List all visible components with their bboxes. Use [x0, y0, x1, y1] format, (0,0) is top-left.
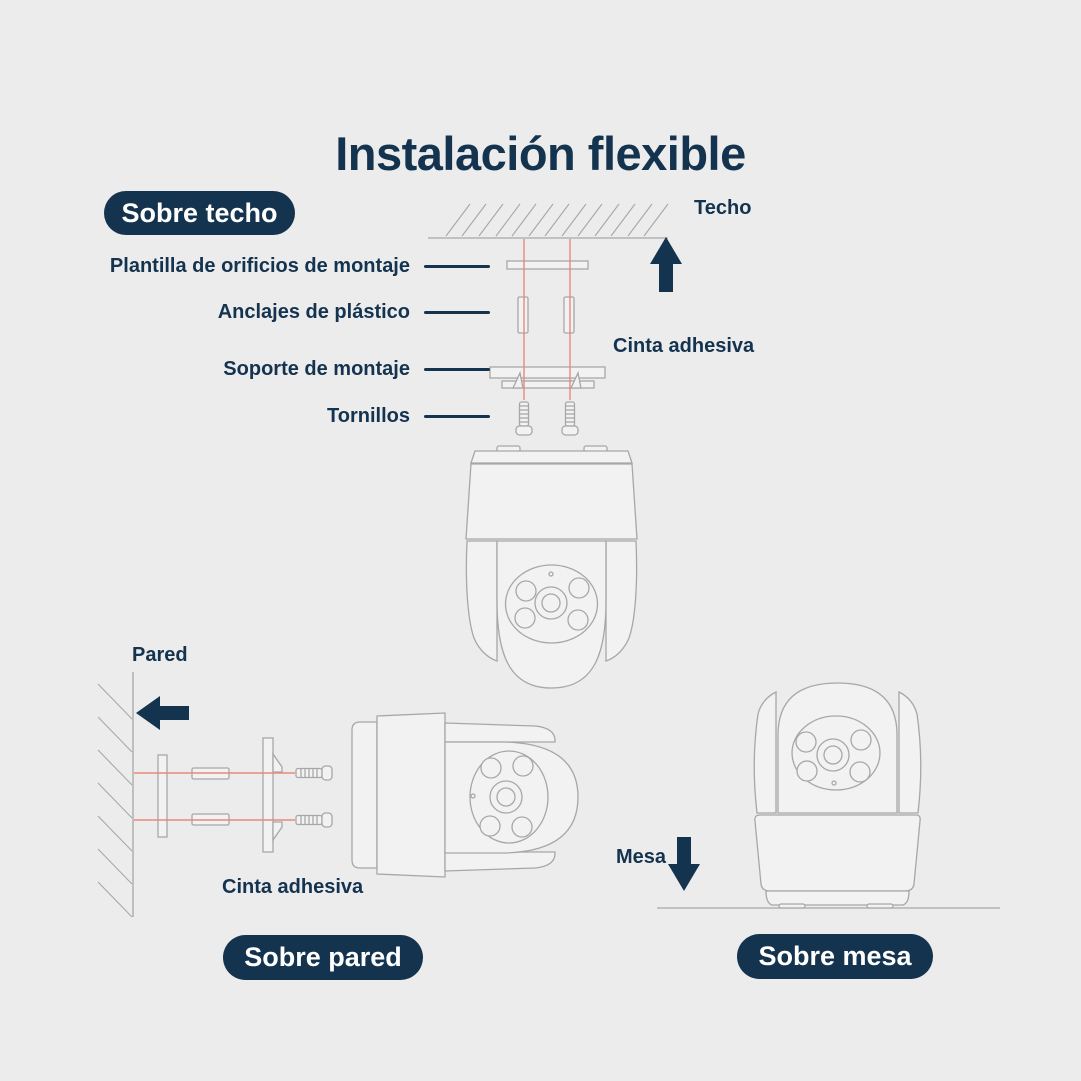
guide-lines-ceiling	[523, 239, 571, 400]
badge-sobre-mesa: Sobre mesa	[737, 934, 933, 979]
mounting-bracket-graphic	[489, 366, 606, 389]
page-title: Instalación flexible	[335, 127, 746, 181]
wall-anchors-graphic	[191, 767, 230, 826]
part-label-tornillos: Tornillos	[327, 402, 490, 430]
part-label-anclajes-text: Anclajes de plástico	[217, 300, 410, 323]
part-label-anclajes: Anclajes de plástico	[218, 298, 490, 326]
surface-label-mesa: Mesa	[616, 846, 667, 868]
up-arrow-icon	[650, 237, 682, 292]
plastic-anchors-graphic	[517, 296, 575, 334]
mounting-template-graphic	[506, 260, 589, 270]
ceiling-surface	[428, 203, 669, 239]
badge-sobre-techo: Sobre techo	[104, 191, 295, 235]
down-arrow-icon	[668, 837, 700, 891]
badge-sobre-mesa-label: Sobre mesa	[758, 941, 912, 971]
wall-surface	[97, 672, 134, 918]
part-label-soporte: Soporte de montaje	[223, 355, 490, 383]
wall-hatch	[97, 683, 133, 918]
wall-template-graphic	[157, 754, 168, 838]
badge-sobre-techo-label: Sobre techo	[121, 197, 278, 228]
surface-label-pared: Pared	[132, 644, 188, 666]
leader-dash	[424, 264, 490, 268]
wall-screws-graphic	[295, 765, 333, 828]
part-label-plantilla-text: Plantilla de orificios de montaje	[109, 254, 410, 277]
camera-wall-graphic	[351, 712, 579, 878]
part-label-tornillos-text: Tornillos	[327, 404, 410, 427]
screws-ceiling-graphic	[515, 401, 579, 436]
camera-table-graphic	[753, 682, 922, 909]
camera-ceiling-graphic	[465, 445, 638, 689]
part-label-soporte-text: Soporte de montaje	[223, 357, 410, 380]
part-label-plantilla: Plantilla de orificios de montaje	[110, 252, 490, 280]
wall-bracket-graphic	[262, 737, 283, 853]
leader-dash	[424, 367, 490, 371]
tape-label-ceiling: Cinta adhesiva	[613, 335, 755, 357]
badge-sobre-pared: Sobre pared	[223, 935, 423, 980]
tape-label-wall: Cinta adhesiva	[222, 876, 364, 898]
ceiling-hatch	[445, 203, 669, 237]
left-arrow-icon	[136, 696, 189, 730]
leader-dash	[424, 310, 490, 314]
guide-lines-wall	[134, 772, 295, 821]
badge-sobre-pared-label: Sobre pared	[244, 942, 402, 972]
surface-label-techo: Techo	[694, 197, 752, 219]
leader-dash	[424, 414, 490, 418]
